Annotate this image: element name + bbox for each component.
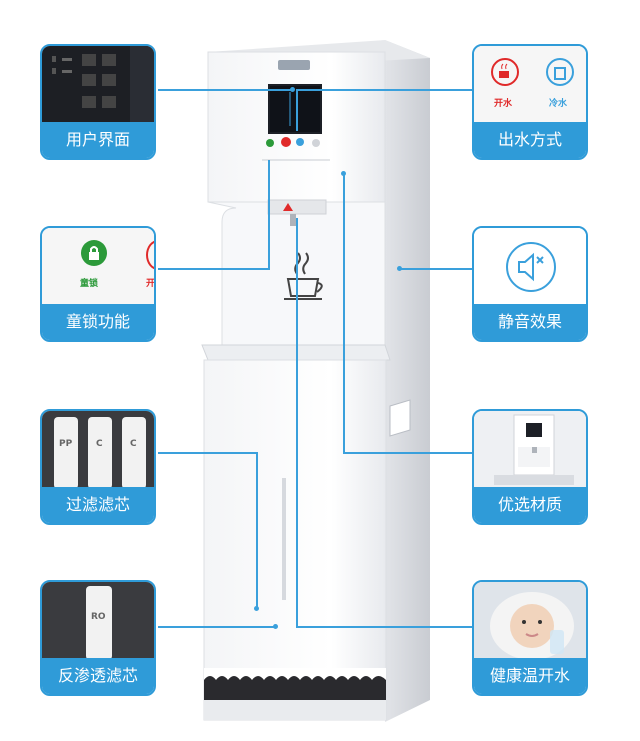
hot-water-icon [491,58,519,86]
feature-label: 静音效果 [474,304,586,340]
connector-child-lock-vert [268,160,270,270]
feature-label: 出水方式 [474,122,586,158]
cold-water-icon [546,58,574,86]
connector-warm [296,626,472,628]
filter-cartridge-c1: C [88,417,112,489]
cold-water-label: 冷水 [549,99,568,109]
filter-cartridge-pp: PP [54,417,78,489]
connector-filter-vert [256,452,258,608]
water-mode-image: 开水 冷水 [474,46,586,124]
silent-image [474,228,586,306]
baby-image [474,582,586,660]
filter-cartridges-image: PP C C [42,411,154,489]
filter-label-pp: PP [59,439,73,449]
control-panel-image [42,46,154,124]
feature-card-child-lock: 童锁 开 童锁功能 [40,226,156,342]
feature-label: 健康温开水 [474,658,586,694]
feature-label: 优选材质 [474,487,586,523]
filter-label-c1: C [96,439,103,449]
feature-card-ro-filter: RO 反渗透滤芯 [40,580,156,696]
hot-icon-partial [146,240,154,270]
connector-dot [290,87,295,92]
lock-label: 童锁 [80,279,99,289]
ro-cartridge-image: RO [42,582,154,660]
filter-cartridge-ro: RO [86,586,112,660]
connector-dot [254,606,259,611]
feature-label: 童锁功能 [42,304,154,340]
filter-label-ro: RO [91,612,106,622]
feature-card-filter: PP C C 过滤滤芯 [40,409,156,525]
feature-label: 用户界面 [42,122,154,158]
feature-card-water-mode: 开水 冷水 出水方式 [472,44,588,160]
filter-label-c2: C [130,439,137,449]
mute-speaker-icon [506,242,556,292]
feature-card-material: 优选材质 [472,409,588,525]
child-lock-image: 童锁 开 [42,228,154,306]
material-image [474,411,586,489]
filter-cartridge-c2: C [122,417,146,489]
connector-dot [397,266,402,271]
connector-water-mode [296,89,472,91]
feature-label: 过滤滤芯 [42,487,154,523]
connector-user-interface [158,89,292,91]
feature-card-warm-water: 健康温开水 [472,580,588,696]
connector-warm-vert [296,218,298,628]
connector-child-lock [158,268,270,270]
connector-material [343,452,472,454]
connector-dot [273,624,278,629]
hot-label-partial: 开 [146,276,154,289]
connector-ro [158,626,276,628]
lock-icon [81,240,107,266]
connector-filter [158,452,258,454]
feature-card-user-interface: 用户界面 [40,44,156,160]
connector-silent [400,268,472,270]
feature-label: 反渗透滤芯 [42,658,154,694]
connector-material-vert [343,174,345,454]
connector-dot [341,171,346,176]
connector-water-mode-vert [296,89,298,131]
hot-water-label: 开水 [494,99,513,109]
feature-card-silent: 静音效果 [472,226,588,342]
